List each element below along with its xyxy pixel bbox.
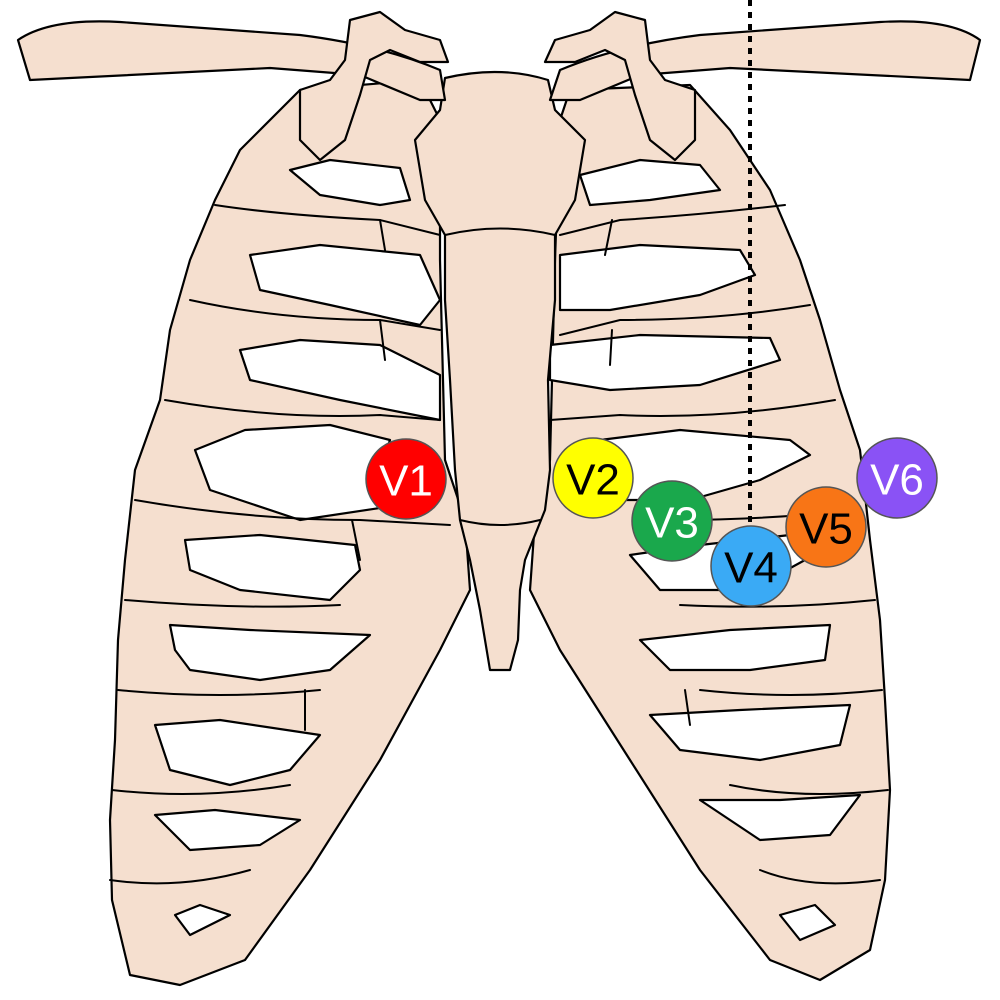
first-rib-right — [543, 10, 697, 162]
gap-left-5 — [183, 533, 362, 602]
lead-v4-label: V4 — [724, 544, 778, 593]
ribcage-left — [108, 78, 472, 987]
lead-v2-marker — [552, 437, 634, 519]
gap-right-4 — [598, 428, 812, 502]
gap-right-2 — [558, 243, 757, 312]
sternum — [413, 70, 587, 672]
lead-v2: V2 — [552, 437, 634, 519]
clavicle-right — [548, 20, 982, 102]
rib-lines — [109, 204, 889, 885]
lead-v5-label: V5 — [799, 505, 853, 554]
gap-left-1 — [288, 158, 412, 207]
first-rib-left — [298, 10, 450, 162]
lead-v2-label: V2 — [566, 456, 620, 505]
lead-v4: V4 — [710, 525, 792, 607]
gap-left-2 — [248, 243, 442, 327]
lead-v3: V3 — [631, 480, 713, 562]
lead-v1-label: V1 — [379, 457, 433, 506]
gap-right-3 — [548, 333, 782, 392]
lead-v6-label: V6 — [870, 456, 924, 505]
gap-right-1 — [578, 158, 722, 207]
gap-right-9 — [778, 903, 837, 942]
lead-v5: V5 — [785, 486, 867, 568]
gap-right-6 — [638, 623, 832, 672]
gap-left-9 — [173, 903, 232, 937]
lead-v3-marker — [631, 480, 713, 562]
lead-v6-marker — [856, 437, 938, 519]
lead-v1: V1 — [365, 438, 447, 520]
lead-v3-label: V3 — [645, 499, 699, 548]
lead-v6: V6 — [856, 437, 938, 519]
lead-v4-marker — [710, 525, 792, 607]
gap-left-6 — [168, 623, 372, 682]
gap-left-7 — [153, 718, 322, 787]
gap-right-7 — [648, 703, 852, 762]
lead-v1-marker — [365, 438, 447, 520]
gap-left-3 — [238, 338, 442, 422]
gap-right-8 — [698, 793, 862, 842]
lead-v5-marker — [785, 486, 867, 568]
gap-left-8 — [153, 808, 302, 852]
